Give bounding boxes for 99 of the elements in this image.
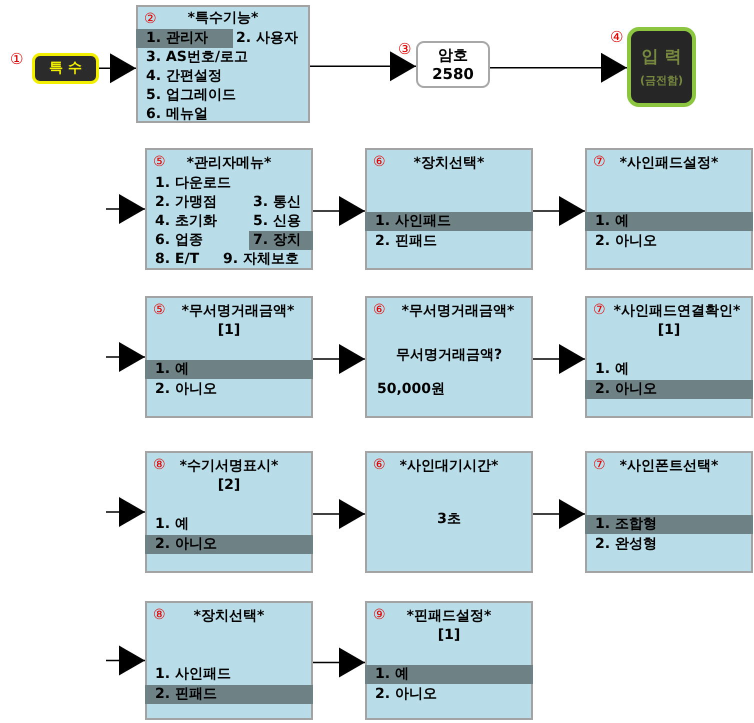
lcd-screen xyxy=(145,451,313,573)
menu-item: 4. 초기화 xyxy=(155,212,217,231)
screen-text: *무서명거래금액* xyxy=(182,302,294,321)
lcd-screen xyxy=(365,296,533,418)
menu-item: 2. 사용자 xyxy=(236,29,298,48)
menu-item: 1. 다운로드 xyxy=(155,174,231,193)
step-number: ⑥ xyxy=(373,456,386,474)
input-key xyxy=(627,27,696,107)
step-number: ③ xyxy=(398,40,412,58)
menu-item: 1. 예 xyxy=(595,360,629,379)
key-label: 입 력 xyxy=(642,46,682,69)
screen-text: *사인패드연결확인* xyxy=(614,302,740,321)
key-label: 특 수 xyxy=(49,59,82,78)
arrow xyxy=(533,196,585,226)
selected-menu-item: 1. 조합형 xyxy=(585,515,753,534)
step-number: ⑧ xyxy=(153,606,166,624)
selected-menu-item: 1. 예 xyxy=(585,212,753,231)
step-number: ⑦ xyxy=(593,153,606,171)
step-number: ⑥ xyxy=(373,153,386,171)
screen-text: *무서명거래금액* xyxy=(402,302,514,321)
key-button xyxy=(32,53,99,84)
menu-item: 2. 완성형 xyxy=(595,535,657,554)
selected-menu-item: 1. 사인패드 xyxy=(365,212,533,231)
screen-text: *특수기능* xyxy=(188,9,258,28)
selected-menu-item: 7. 장치 xyxy=(249,231,313,250)
step-number: ② xyxy=(144,10,157,28)
arrow xyxy=(533,499,585,529)
menu-item: 2. 아니오 xyxy=(375,685,437,704)
selected-menu-item: 1. 예 xyxy=(365,665,533,684)
selected-menu-item: 2. 아니오 xyxy=(585,380,753,399)
menu-item: 2. 핀패드 xyxy=(375,232,437,251)
arrow xyxy=(106,497,145,527)
screen-text: [1] xyxy=(438,626,460,645)
arrow xyxy=(490,52,627,83)
screen-text: [1] xyxy=(658,321,680,340)
step-number: ⑥ xyxy=(373,301,386,319)
lcd-screen xyxy=(365,601,533,720)
menu-item: 1. 예 xyxy=(155,515,189,534)
screen-text: [2] xyxy=(218,476,240,495)
lcd-screen xyxy=(365,451,533,573)
screen-text: 무서명거래금액? xyxy=(396,346,502,365)
step-number: ① xyxy=(10,50,24,68)
menu-item: 8. E/T xyxy=(155,250,200,269)
arrow xyxy=(313,648,365,678)
step-number: ⑤ xyxy=(153,301,166,319)
menu-item: 6. 업종 xyxy=(155,231,203,250)
lcd-screen xyxy=(145,296,313,418)
screen-text: *장치선택* xyxy=(414,154,484,173)
lcd-screen xyxy=(585,296,753,418)
lcd-screen xyxy=(585,148,753,270)
step-number: ⑤ xyxy=(153,153,166,171)
screen-text: *사인대기시간* xyxy=(400,457,498,476)
menu-item: 4. 간편설정 xyxy=(146,67,222,86)
arrow xyxy=(106,646,145,676)
menu-item: 1. 사인패드 xyxy=(155,665,231,684)
menu-item: 9. 자체보호 xyxy=(223,250,299,269)
screen-text: *핀패드설정* xyxy=(406,607,492,626)
step-number: ⑦ xyxy=(593,456,606,474)
lcd-screen xyxy=(365,148,533,270)
key-label: (금전함) xyxy=(640,73,684,89)
key-label: 2580 xyxy=(432,64,474,84)
selected-menu-item: 2. 핀패드 xyxy=(145,685,313,704)
menu-item: 5. 신용 xyxy=(253,212,301,231)
step-number: ④ xyxy=(610,28,624,46)
menu-item: 6. 메뉴얼 xyxy=(146,105,208,124)
password-display xyxy=(416,41,490,88)
key-label: 암호 xyxy=(438,46,468,64)
screen-text: 3초 xyxy=(437,510,461,529)
lcd-screen xyxy=(145,148,313,270)
menu-item: 5. 업그레이드 xyxy=(146,86,236,105)
lcd-screen xyxy=(585,451,753,573)
screen-text: [1] xyxy=(218,321,240,340)
arrow xyxy=(99,53,136,84)
menu-item: 2. 아니오 xyxy=(155,380,217,399)
selected-menu-item: 2. 아니오 xyxy=(145,535,313,554)
screen-text: *관리자메뉴* xyxy=(186,154,272,173)
menu-item: 50,000원 xyxy=(377,380,446,399)
menu-item: 2. 가맹점 xyxy=(155,193,217,212)
arrow xyxy=(313,499,365,529)
menu-item: 3. 통신 xyxy=(253,193,301,212)
arrow xyxy=(106,194,145,224)
step-number: ⑦ xyxy=(593,301,606,319)
arrow xyxy=(313,196,365,226)
lcd-screen xyxy=(136,5,310,123)
selected-menu-item: 1. 관리자 xyxy=(136,29,233,48)
menu-item: 2. 아니오 xyxy=(595,232,657,251)
arrow xyxy=(106,342,145,372)
arrow xyxy=(310,51,416,82)
step-number: ⑨ xyxy=(373,606,386,624)
step-number: ⑧ xyxy=(153,456,166,474)
screen-text: *수기서명표시* xyxy=(180,457,278,476)
selected-menu-item: 1. 예 xyxy=(145,360,313,379)
screen-text: *사인폰트선택* xyxy=(620,457,718,476)
screen-text: *사인패드설정* xyxy=(620,154,718,173)
menu-item: 3. AS번호/로고 xyxy=(146,48,248,67)
arrow xyxy=(313,344,365,374)
screen-text: *장치선택* xyxy=(194,607,264,626)
lcd-screen xyxy=(145,601,313,720)
arrow xyxy=(533,344,585,374)
